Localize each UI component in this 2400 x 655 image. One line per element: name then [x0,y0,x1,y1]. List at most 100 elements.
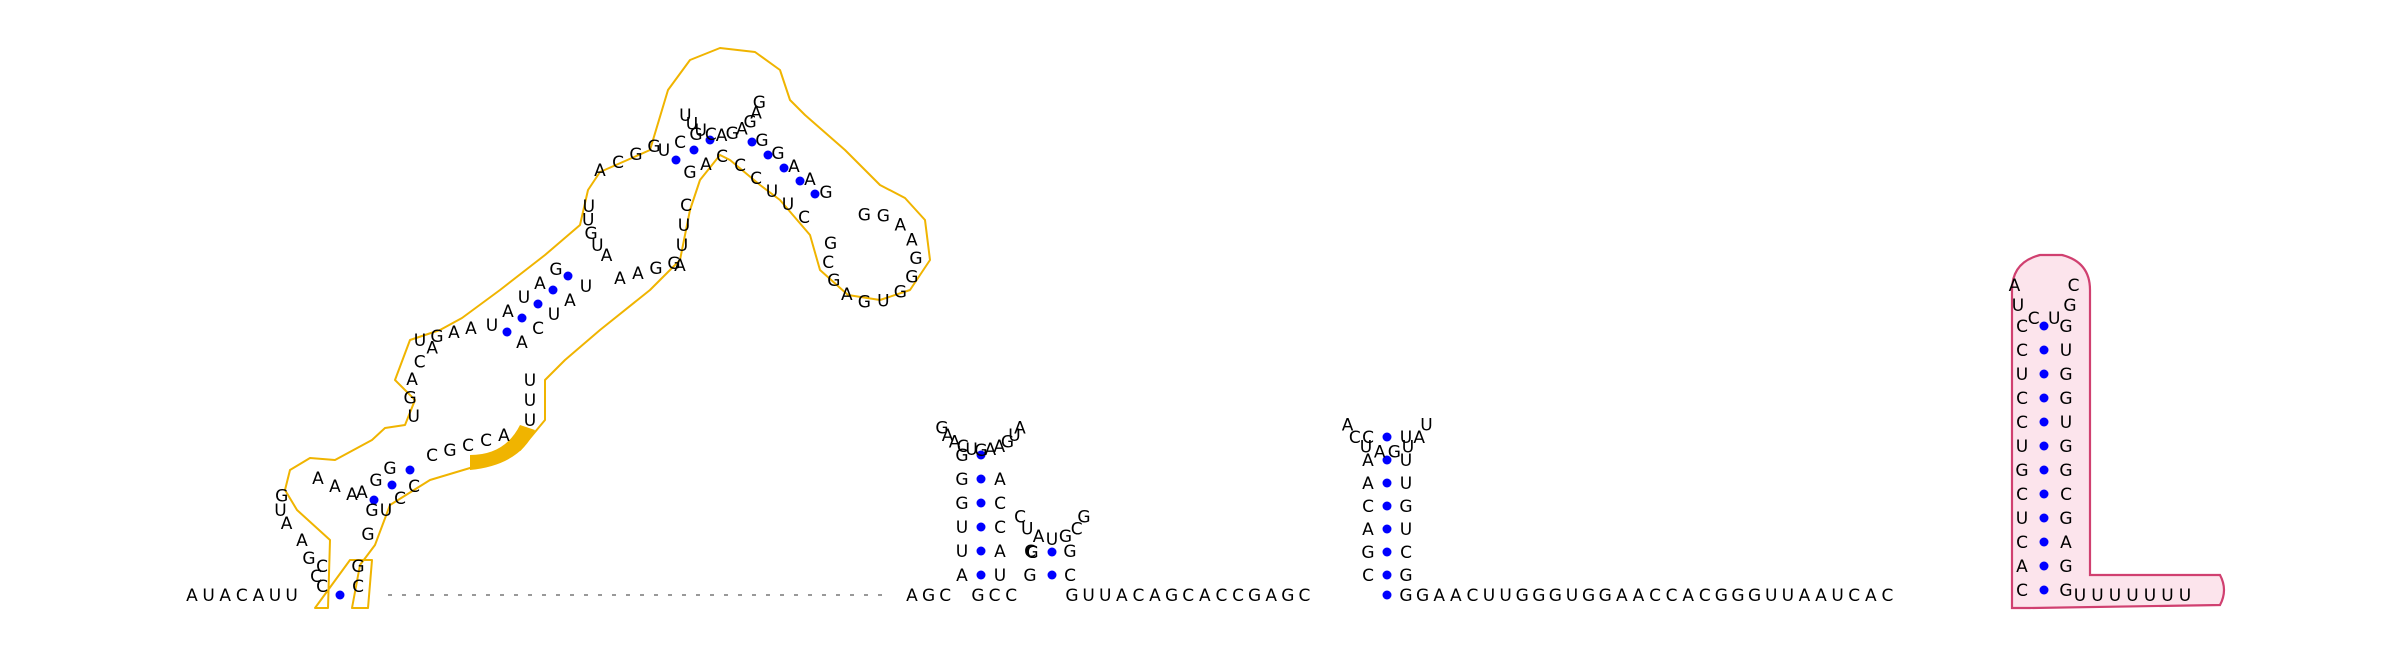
base-pair-dot [2039,393,2049,403]
strand-nucleotide: G [1731,586,1744,606]
hairpin-loop-nucleotide: C [1071,519,1083,539]
stem-nucleotide: G [2059,461,2072,481]
stem-nucleotide: C [408,477,420,497]
stem-nucleotide: U [486,316,498,336]
hairpin-loop-nucleotide: C [822,253,834,273]
base-pair-dot [563,271,573,281]
internal-loop-nucleotide: G [403,389,416,409]
stem-nucleotide: C [680,196,692,216]
poly-u-nucleotide: U [2144,586,2156,606]
stem-nucleotide: C [798,208,810,228]
strand-nucleotide: A [1633,586,1645,606]
hairpin-loop-nucleotide: C [957,437,969,457]
hairpin-loop-nucleotide: U [2048,309,2060,329]
hairpin-loop-nucleotide: U [679,106,691,126]
stem-nucleotide: C [2016,413,2028,433]
stem-nucleotide: G [689,125,702,145]
hairpin-loop-nucleotide: G [894,283,907,303]
hairpin-loop-nucleotide: A [949,432,961,452]
hairpin-loop-nucleotide: U [1420,415,1432,435]
hairpin-loop-nucleotide: C [2068,276,2080,296]
stem-nucleotide: G [2059,365,2072,385]
stem-nucleotide: C [352,577,364,597]
loop-nucleotide: G [629,145,642,165]
stem-nucleotide: C [716,147,728,167]
stem-nucleotide: G [955,446,968,466]
strand-nucleotide: G [1532,586,1545,606]
stem-nucleotide: U [1400,428,1412,448]
stem-nucleotide: U [1400,474,1412,494]
internal-loop-nucleotide: C [414,353,426,373]
stem-nucleotide: A [674,256,686,276]
strand-nucleotide: G [1248,586,1261,606]
base-pair-dot [2039,537,2049,547]
five-prime-nucleotide: A [253,586,265,606]
strand-nucleotide: G [1715,586,1728,606]
hairpin-loop-nucleotide: A [841,285,853,305]
base-pair-dot [387,480,397,490]
hairpin-loop-nucleotide: C [1349,428,1361,448]
hairpin-loop-nucleotide: A [894,215,906,235]
stem-nucleotide: C [1024,542,1036,562]
strand-nucleotide: C [1848,586,1860,606]
strand-nucleotide: G [1582,586,1595,606]
base-pair-dot [976,546,986,556]
stem-nucleotide: C [2016,317,2028,337]
stem-nucleotide: C [2016,581,2028,601]
stem-nucleotide: A [356,483,368,503]
base-pair-dot [533,299,543,309]
stem-nucleotide: C [1362,497,1374,517]
base-pair-dot [810,189,820,199]
stem-nucleotide: U [1400,451,1412,471]
base-pair-dot [2039,321,2049,331]
loop-nucleotide: G [647,137,660,157]
stem-nucleotide: G [819,183,832,203]
stem-nucleotide: A [312,469,324,489]
stem-nucleotide: A [994,470,1006,490]
hairpin-loop-nucleotide: G [858,292,871,312]
hairpin-loop-nucleotide: G [1059,527,1072,547]
strand-nucleotide: A [1450,586,1462,606]
internal-loop-nucleotide: U [583,197,595,217]
stem-nucleotide: G [2059,557,2072,577]
hairpin-loop-nucleotide: U [1360,437,1372,457]
internal-loop-nucleotide: U [582,211,594,231]
stem-nucleotide: G [683,163,696,183]
base-pair-dot [1382,547,1392,557]
hairpin-loop-nucleotide: G [1388,442,1401,462]
hairpin-loop-nucleotide: U [686,115,698,135]
five-prime-nucleotide: U [269,586,281,606]
strand-nucleotide: C [1666,586,1678,606]
stem-nucleotide: C [316,557,328,577]
domain-outline-right [2010,253,2226,610]
strand-nucleotide: A [1682,586,1694,606]
strand-nucleotide: U [1765,586,1777,606]
loop-nucleotide: G [443,441,456,461]
stem-nucleotide: G [549,260,562,280]
base-pair-dot [369,495,379,505]
base-pair-dot [2039,369,2049,379]
strand-nucleotide: C [1005,586,1017,606]
stem-nucleotide: U [2016,365,2028,385]
stem-nucleotide: U [678,216,690,236]
loop-nucleotide: G [667,254,680,274]
base-pair-dot [763,150,773,160]
base-pair-dot [405,465,415,475]
hairpin-loop-nucleotide: A [985,440,997,460]
stem-nucleotide: G [1025,543,1038,563]
stem-nucleotide: A [564,291,576,311]
stem-nucleotide: C [1026,543,1038,563]
internal-loop-nucleotide: U [591,236,603,256]
hairpin-loop-nucleotide: A [1342,415,1354,435]
stem-nucleotide: U [380,501,392,521]
loop-nucleotide: U [414,331,426,351]
base-pair-dot [1382,524,1392,534]
stem-nucleotide: U [580,277,592,297]
stem-nucleotide: U [2060,413,2072,433]
hairpin-loop-nucleotide: U [877,292,889,312]
stem-nucleotide: G [351,557,364,577]
base-pair-dot [1047,547,1057,557]
strand-nucleotide: A [906,586,918,606]
loop-nucleotide: C [480,431,492,451]
stem-nucleotide: C [2016,389,2028,409]
